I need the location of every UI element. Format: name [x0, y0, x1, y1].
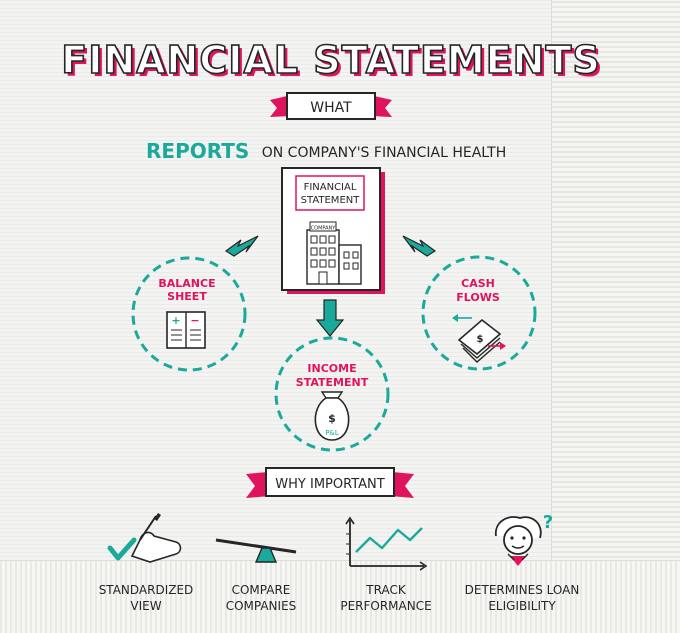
arrow-right-icon: [488, 342, 506, 350]
line-chart-icon: [345, 516, 428, 571]
napkin-bottom-fold: [0, 560, 680, 633]
why-label: WHY IMPORTANT: [275, 477, 384, 492]
question-mark: ?: [543, 512, 553, 533]
center-line2: STATEMENT: [301, 195, 361, 206]
person-thinking-icon: ?: [495, 512, 553, 566]
money-bag-icon: $ P&L: [314, 391, 350, 441]
reports-rest: ON COMPANY'S FINANCIAL HEALTH: [262, 145, 507, 161]
reason-1-line2: VIEW: [130, 599, 161, 613]
svg-text:−: −: [190, 314, 199, 327]
why-important-banner: WHY IMPORTANT: [246, 467, 414, 498]
cash-line1: CASH: [461, 277, 495, 290]
financial-statement-document: FINANCIAL STATEMENT COMPANY: [281, 167, 385, 294]
building-icon: COMPANY: [306, 221, 362, 285]
arrow-to-income-statement: [315, 299, 345, 337]
income-line2: STATEMENT: [296, 376, 369, 389]
bag-text: P&L: [325, 429, 339, 437]
cash-stack-icon: $: [457, 318, 502, 363]
arrow-to-cash-flows: [402, 235, 437, 257]
what-label: WHAT: [310, 100, 352, 116]
reason-2-line2: COMPANIES: [226, 599, 297, 613]
balance-line1: BALANCE: [158, 277, 215, 290]
cash-flows-node: CASH FLOWS $: [421, 255, 537, 371]
company-sign: COMPANY: [311, 226, 337, 232]
income-statement-node: INCOME STATEMENT $ P&L: [274, 336, 390, 452]
svg-text:+: +: [171, 314, 180, 327]
balance-line2: SHEET: [167, 290, 207, 303]
arrow-to-balance-sheet: [224, 235, 259, 257]
center-line1: FINANCIAL: [304, 182, 357, 193]
hand-writing-icon: [107, 513, 182, 563]
reports-highlight: REPORTS: [146, 139, 249, 163]
reports-line: REPORTS ON COMPANY'S FINANCIAL HEALTH: [146, 139, 506, 163]
reason-3-line1: TRACK: [365, 583, 407, 597]
napkin-right-fold: [551, 0, 680, 633]
arrow-left-icon: [452, 314, 472, 322]
reason-2-line1: COMPARE: [232, 583, 291, 597]
reason-4-line2: ELIGIBILITY: [488, 599, 556, 613]
cash-line2: FLOWS: [456, 291, 500, 304]
bag-symbol: $: [328, 412, 336, 425]
reason-3-line2: PERFORMANCE: [340, 599, 431, 613]
page-title: FINANCIAL STATEMENTS: [61, 38, 601, 82]
title-shadow: FINANCIAL STATEMENTS: [64, 41, 604, 85]
income-line1: INCOME: [307, 362, 356, 375]
balance-scale-icon: [215, 538, 297, 563]
balance-sheet-node: BALANCE SHEET + −: [131, 256, 247, 372]
svg-text:$: $: [477, 334, 484, 345]
ledger-icon: + −: [166, 311, 206, 349]
reason-4-line1: DETERMINES LOAN: [465, 583, 580, 597]
what-banner: WHAT: [270, 92, 392, 120]
reason-1-line1: STANDARDIZED: [99, 583, 194, 597]
